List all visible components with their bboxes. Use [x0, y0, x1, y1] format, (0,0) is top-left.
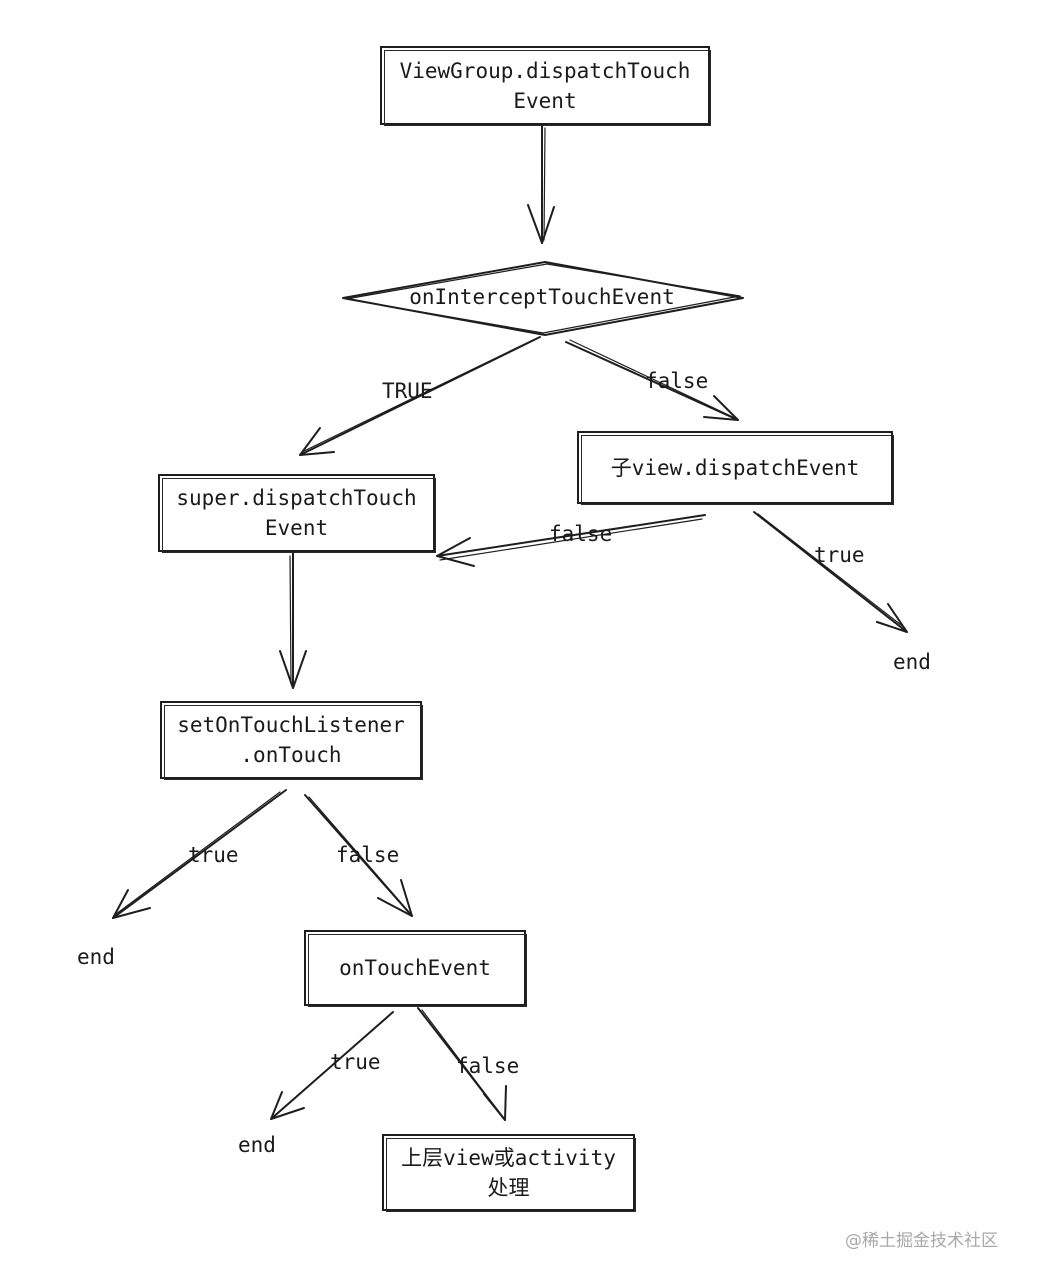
on-touch-event-box: onTouchEvent [304, 930, 527, 1007]
decision-diamond [342, 261, 744, 336]
arrow-listener-true [112, 789, 287, 919]
edge-label-listener-true: true [188, 843, 239, 867]
end-terminal-child: end [893, 650, 931, 674]
edge-label-listener-false: false [336, 843, 400, 867]
child-dispatch-event-box: 子view.dispatchEvent [577, 431, 894, 505]
edge-label-intercept-false: false [645, 369, 709, 393]
arrow-touch-event-true [270, 1011, 394, 1120]
arrow-child-false [436, 514, 706, 567]
arrow-dispatch-to-intercept [527, 125, 555, 244]
arrow-touch-event-false [417, 1007, 507, 1121]
arrow-child-true [753, 511, 908, 633]
edge-label-touch-event-true: true [330, 1050, 381, 1074]
source-watermark: @稀土掘金技术社区 [845, 1231, 998, 1251]
parent-handling-box: 上层view或activity 处理 [382, 1134, 636, 1212]
edge-label-child-false: false [549, 522, 613, 546]
edge-label-intercept-true: TRUE [382, 379, 433, 403]
end-terminal-listener: end [77, 945, 115, 969]
arrow-intercept-true [299, 336, 541, 456]
end-terminal-touch-event: end [238, 1133, 276, 1157]
super-dispatch-touch-event-box: super.dispatchTouch Event [158, 474, 436, 553]
arrow-listener-false [304, 794, 413, 917]
edge-label-child-true: true [814, 543, 865, 567]
decision-diamond-sketch [345, 263, 741, 334]
dispatch-touch-event-box: ViewGroup.dispatchTouch Event [380, 46, 711, 126]
set-on-touch-listener-box: setOnTouchListener .onTouch [160, 701, 423, 780]
intercept-decision-label: onInterceptTouchEvent [409, 285, 675, 309]
arrow-intercept-false [565, 339, 739, 421]
arrow-super-to-listener [279, 552, 307, 689]
edge-label-touch-event-false: false [456, 1054, 520, 1078]
